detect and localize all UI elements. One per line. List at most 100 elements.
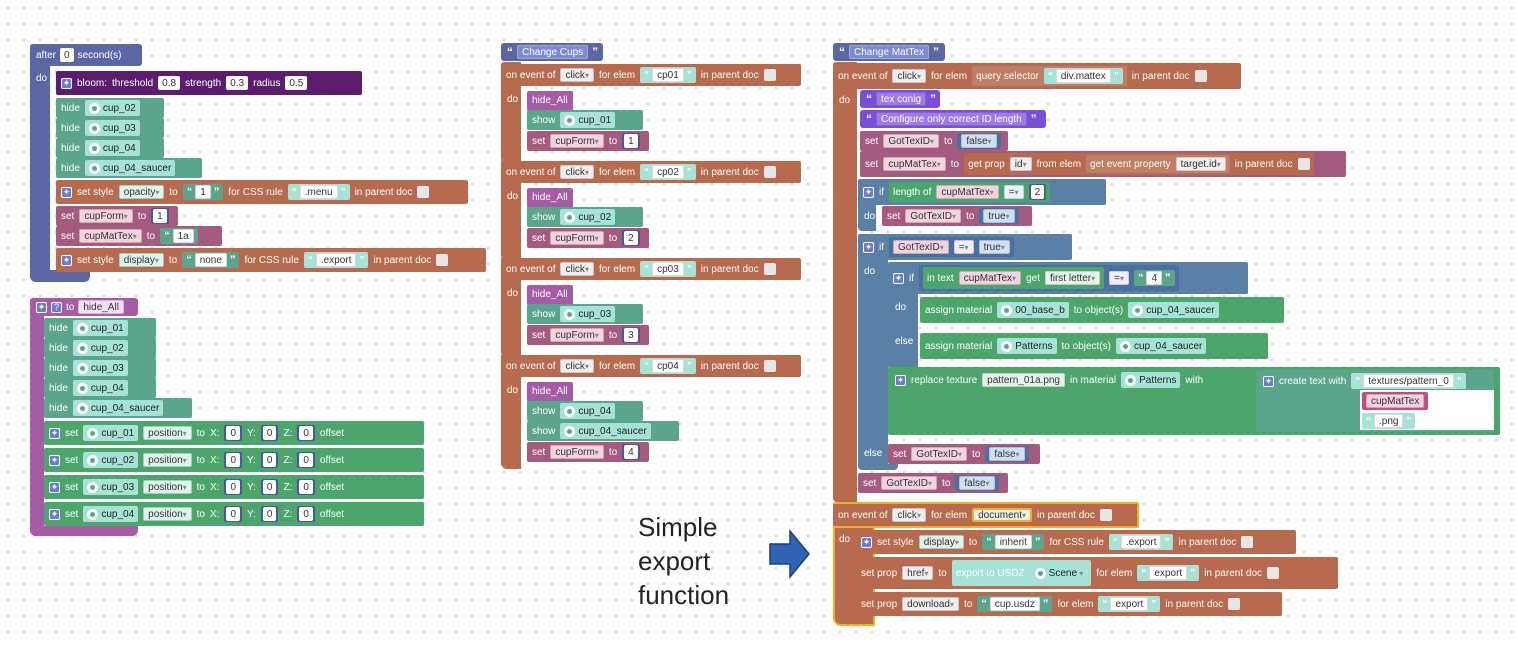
comment-text[interactable]: tex conig bbox=[876, 92, 927, 106]
parent-doc-checkbox[interactable] bbox=[1099, 509, 1112, 521]
object-slot[interactable]: cup_04 bbox=[83, 506, 139, 522]
elem-dropdown[interactable]: document bbox=[972, 508, 1033, 522]
var-dropdown[interactable]: GotTexID bbox=[893, 240, 949, 254]
z-value[interactable]: 0 bbox=[299, 507, 313, 521]
if-header[interactable]: ✦ if GotTexID = true bbox=[858, 234, 1072, 260]
css-rule-value[interactable]: .menu bbox=[299, 185, 338, 199]
text-value[interactable]: 4 bbox=[1146, 271, 1163, 285]
comment-block[interactable]: “ Change Cups ” bbox=[501, 43, 603, 61]
prop-dropdown[interactable]: href bbox=[902, 566, 934, 580]
parent-doc-checkbox[interactable] bbox=[417, 186, 430, 198]
parent-doc-checkbox[interactable] bbox=[763, 69, 776, 81]
parent-doc-checkbox[interactable] bbox=[1241, 536, 1254, 548]
number-slot[interactable]: 0 bbox=[224, 425, 242, 441]
boolean-dropdown[interactable]: false bbox=[961, 134, 997, 148]
text-slot[interactable]: “export” bbox=[1098, 596, 1161, 612]
boolean-slot[interactable]: true bbox=[979, 208, 1019, 224]
compare-block[interactable]: in text cupMatTex get first letter = “4” bbox=[919, 265, 1179, 291]
transform-dropdown[interactable]: position bbox=[143, 426, 192, 440]
show-block[interactable]: show cup_03 bbox=[527, 304, 643, 324]
set-var-block[interactable]: set cupMatTex to get prop id from elem g… bbox=[860, 151, 1346, 177]
text-part[interactable]: .png bbox=[1374, 414, 1404, 428]
hide-block[interactable]: hide cup_01 bbox=[44, 318, 156, 338]
if-header[interactable]: ✦ if length of cupMatTex = 2 bbox=[858, 179, 1106, 205]
parent-doc-checkbox[interactable] bbox=[436, 254, 449, 266]
comment-block[interactable]: “ Change MatTex ” bbox=[833, 43, 945, 61]
parent-doc-checkbox[interactable] bbox=[1194, 70, 1207, 82]
z-value[interactable]: 0 bbox=[299, 426, 313, 440]
prop-dropdown[interactable]: id bbox=[1009, 157, 1032, 171]
var-dropdown[interactable]: cupForm bbox=[550, 328, 604, 342]
assign-material-block[interactable]: assign material 00_base_b to object(s) c… bbox=[920, 297, 1284, 323]
object-slot[interactable]: cup_04 bbox=[72, 380, 128, 396]
object-slot[interactable]: cup_01 bbox=[83, 425, 139, 441]
hide-all-call[interactable] bbox=[527, 188, 573, 208]
elem-id[interactable]: cp04 bbox=[652, 359, 684, 373]
text-slot[interactable]: “1” bbox=[182, 184, 224, 200]
text-value[interactable]: 1 bbox=[195, 185, 211, 199]
hide-block[interactable]: hide cup_03 bbox=[56, 118, 164, 138]
material-slot[interactable]: Patterns bbox=[997, 338, 1057, 354]
filename-value[interactable]: cup.usdz bbox=[989, 597, 1040, 611]
scene-slot[interactable]: Scene bbox=[1030, 565, 1088, 581]
threshold-input[interactable]: 0.8 bbox=[158, 76, 181, 90]
comment-text[interactable]: Change MatTex bbox=[849, 45, 930, 59]
number-slot[interactable]: 4 bbox=[622, 444, 640, 460]
set-prop-block[interactable]: set prop href to export to USDZ Scene fo… bbox=[856, 557, 1338, 589]
number-slot[interactable]: 0 bbox=[260, 452, 279, 468]
z-value[interactable]: 0 bbox=[299, 453, 313, 467]
text-slot[interactable]: “4” bbox=[1133, 270, 1175, 286]
hide-block[interactable]: hide cup_04_saucer bbox=[44, 398, 192, 418]
var-dropdown[interactable]: cupForm bbox=[79, 209, 133, 223]
show-block[interactable]: show cup_04_saucer bbox=[527, 421, 679, 441]
var-dropdown[interactable]: cupForm bbox=[550, 445, 604, 459]
show-block[interactable]: show cup_04 bbox=[527, 401, 643, 421]
set-var-block[interactable]: set cupForm to 1 bbox=[56, 206, 178, 226]
letter-dropdown[interactable]: first letter bbox=[1044, 271, 1101, 285]
var-dropdown[interactable]: cupMatTex bbox=[936, 185, 999, 199]
number-slot[interactable]: 0 bbox=[224, 452, 242, 468]
gear-icon[interactable]: ✦ bbox=[49, 454, 60, 466]
object-slot[interactable]: cup_03 bbox=[72, 360, 128, 376]
function-header[interactable]: ✦ ? to hide_All bbox=[30, 298, 138, 316]
set-var-block[interactable]: set cupForm to 3 bbox=[527, 325, 649, 345]
hide-all-call[interactable] bbox=[527, 285, 573, 305]
var-dropdown[interactable]: GotTexID bbox=[881, 476, 938, 490]
text-part-png[interactable]: “.png” bbox=[1362, 413, 1416, 431]
event-header[interactable]: on event of click for elem document in p… bbox=[833, 502, 1139, 528]
set-var-block[interactable]: set GotTexID to false bbox=[888, 444, 1040, 464]
set-position-block[interactable]: ✦ set cup_03 position to X: 0 Y: 0 Z: 0 … bbox=[44, 475, 424, 499]
text-part[interactable]: textures/pattern_0 bbox=[1363, 374, 1454, 388]
transform-dropdown[interactable]: position bbox=[143, 453, 192, 467]
event-handler[interactable] bbox=[501, 353, 521, 469]
text-value[interactable]: none bbox=[194, 253, 227, 267]
number-slot[interactable]: 0 bbox=[224, 479, 242, 495]
if-block[interactable] bbox=[858, 234, 888, 468]
parent-doc-checkbox[interactable] bbox=[1267, 567, 1280, 579]
operator-dropdown[interactable]: = bbox=[1109, 271, 1129, 285]
event-header[interactable]: on event of click for elem “cp03” in par… bbox=[501, 258, 801, 280]
event-property-block[interactable]: get event property target.id bbox=[1086, 155, 1230, 173]
hide-all-call[interactable] bbox=[527, 91, 573, 111]
radius-input[interactable]: 0.5 bbox=[285, 76, 308, 90]
number-slot[interactable]: 0 bbox=[260, 479, 279, 495]
set-var-block[interactable]: set GotTexID to true bbox=[882, 206, 1032, 226]
set-position-block[interactable]: ✦ set cup_02 position to X: 0 Y: 0 Z: 0 … bbox=[44, 448, 424, 472]
elem-id[interactable]: export bbox=[1149, 566, 1188, 580]
event-handler[interactable] bbox=[833, 62, 857, 502]
x-value[interactable]: 0 bbox=[226, 507, 240, 521]
event-header[interactable]: on event of click for elem query selecto… bbox=[833, 63, 1241, 89]
var-dropdown[interactable]: cupMatTex bbox=[883, 157, 946, 171]
gear-icon[interactable]: ✦ bbox=[49, 427, 60, 439]
x-value[interactable]: 0 bbox=[226, 480, 240, 494]
parent-doc-checkbox[interactable] bbox=[763, 360, 776, 372]
gear-icon[interactable]: ✦ bbox=[861, 536, 872, 548]
boolean-dropdown[interactable]: false bbox=[989, 447, 1025, 461]
number-slot[interactable]: 2 bbox=[1028, 184, 1047, 200]
object-slot[interactable]: cup_02 bbox=[560, 209, 616, 225]
export-usdz-block[interactable]: export to USDZ Scene bbox=[951, 560, 1092, 586]
text-slot[interactable]: “export” bbox=[1137, 565, 1200, 581]
x-value[interactable]: 0 bbox=[226, 426, 240, 440]
gear-icon[interactable]: ✦ bbox=[36, 301, 47, 313]
boolean-slot[interactable]: false bbox=[955, 475, 999, 491]
